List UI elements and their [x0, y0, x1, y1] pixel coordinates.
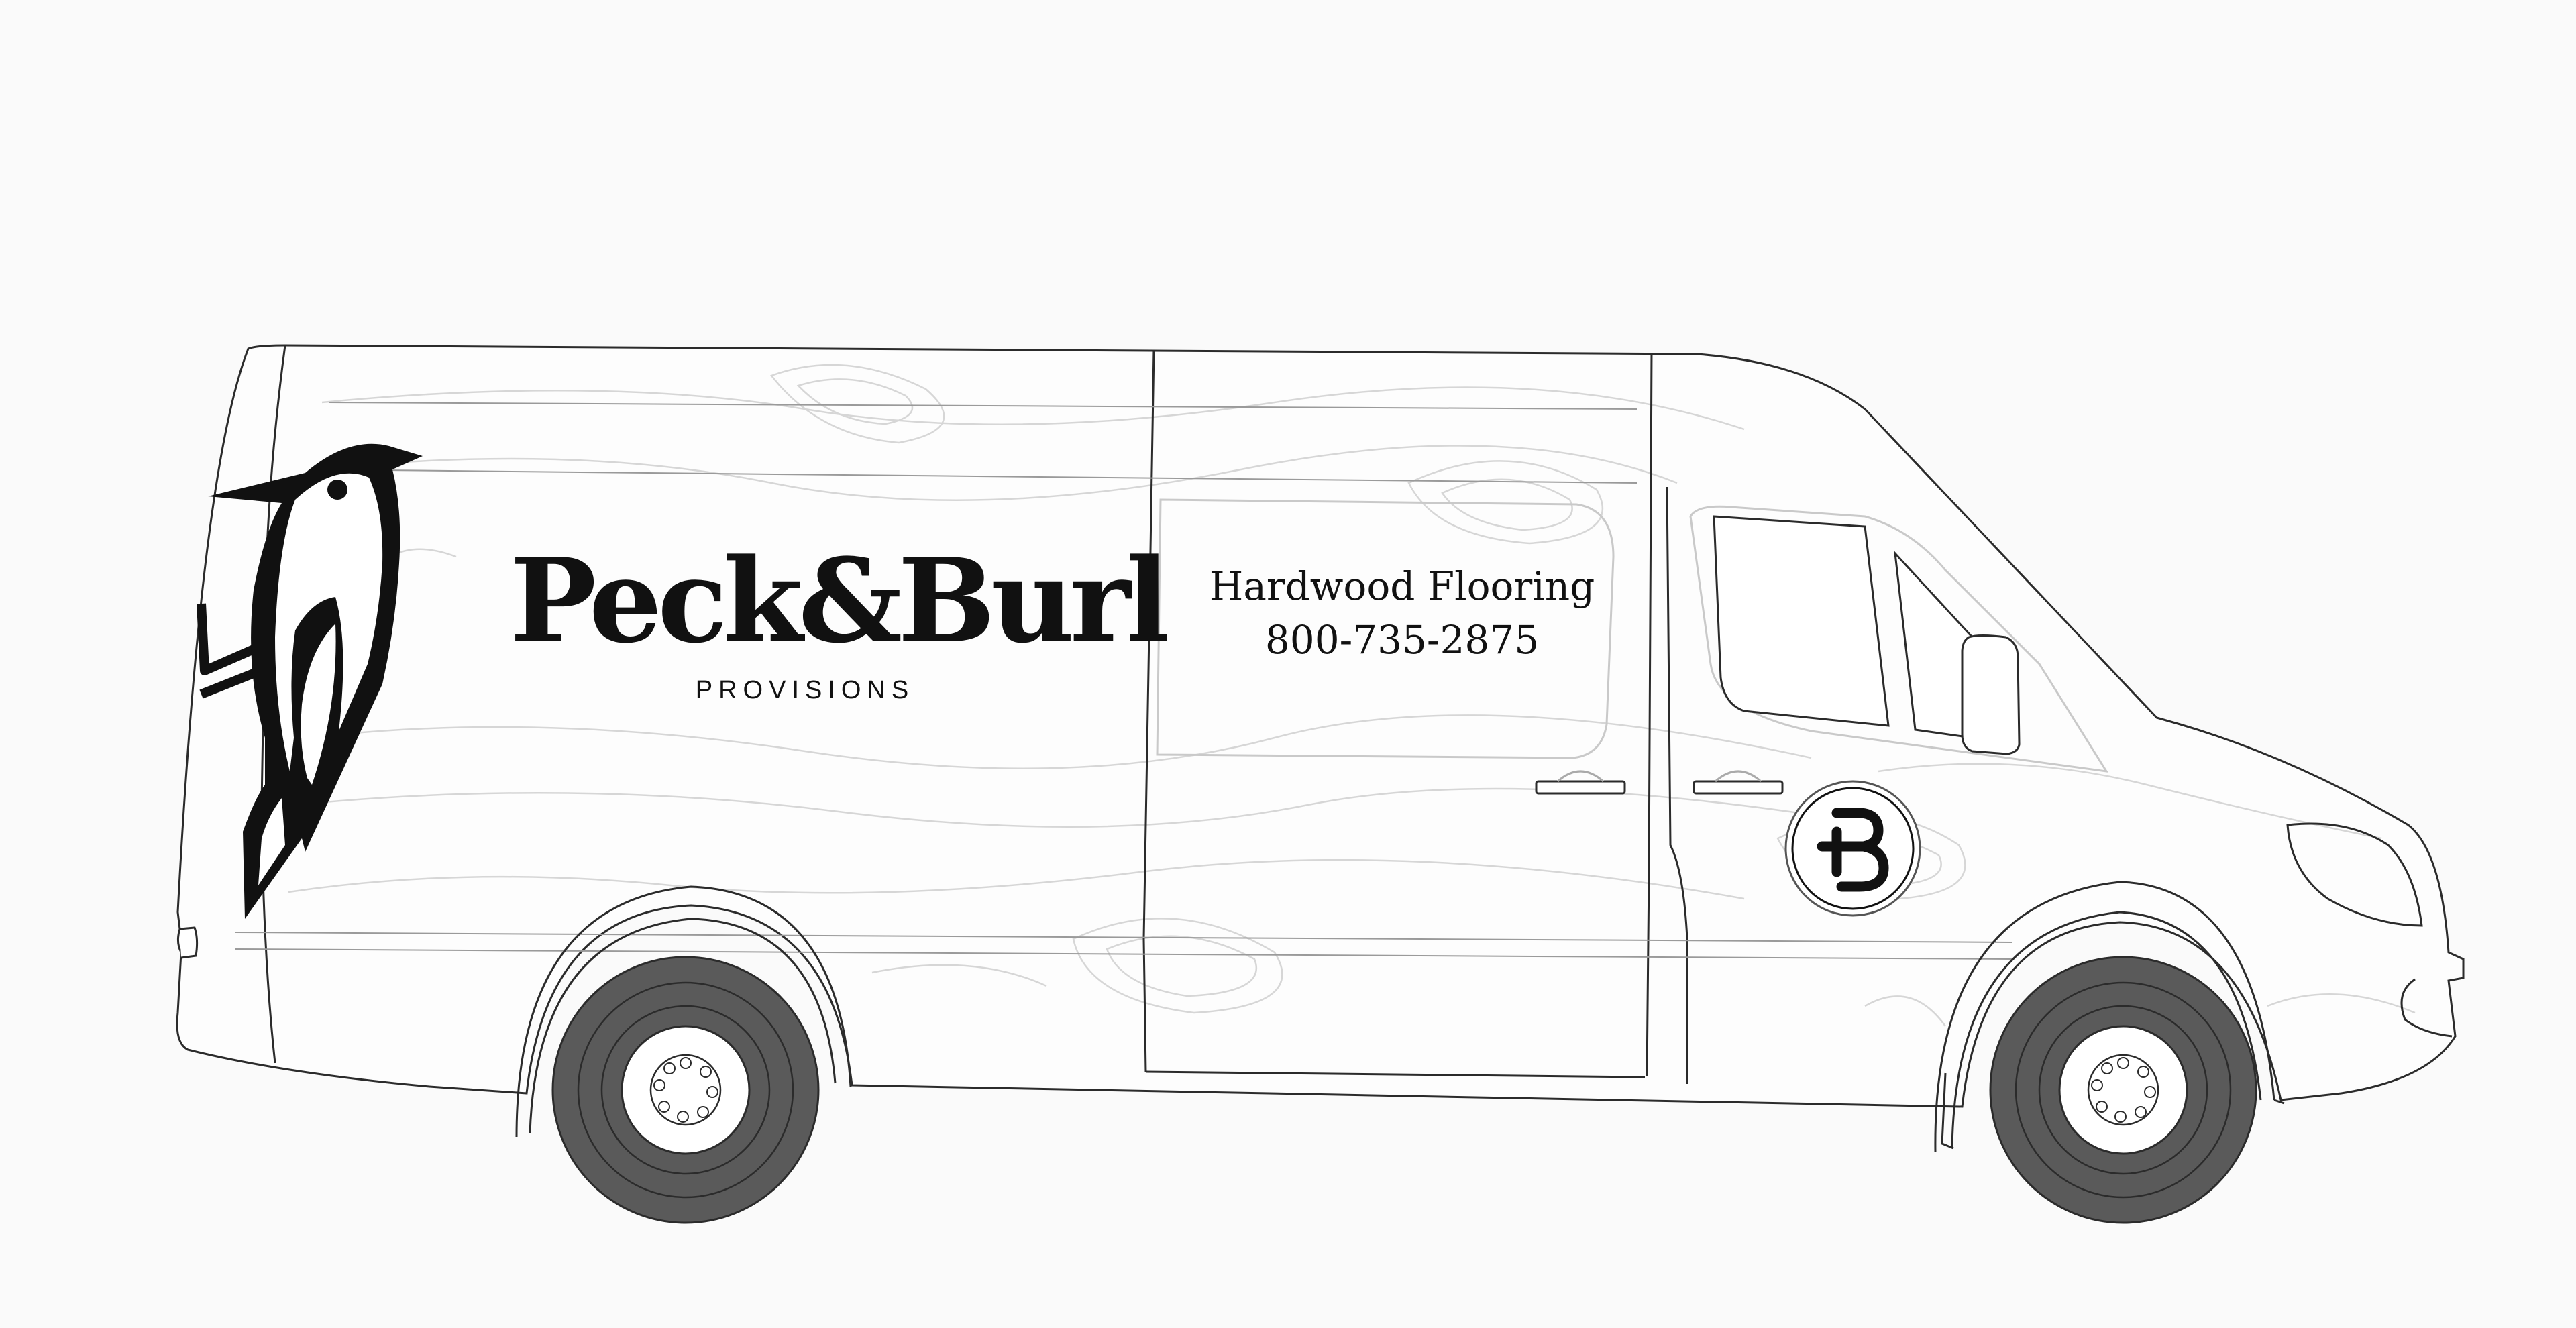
rear-wheel — [551, 956, 820, 1224]
brand-wordmark: Peck&Burl — [510, 533, 1170, 669]
front-door-window — [1713, 515, 1890, 727]
phone-number: 800-735-2875 — [1265, 617, 1540, 663]
rear-side-window — [1156, 498, 1615, 759]
bird-eye — [327, 480, 347, 500]
rear-bumper-light — [179, 926, 199, 959]
bird-wing-gap — [301, 624, 336, 785]
brand-subtitle: PROVISIONS — [695, 676, 915, 704]
van-body-outline — [176, 344, 2465, 1108]
service-description: Hardwood Flooring — [1209, 563, 1595, 609]
headlight — [2286, 822, 2423, 927]
wheel-arches — [515, 881, 2285, 1153]
b-monogram-icon — [1784, 780, 1921, 917]
body-ribs — [234, 402, 2013, 960]
bird-face — [275, 473, 383, 771]
woodpecker-icon — [197, 443, 423, 919]
door-handles — [1535, 770, 1784, 795]
side-mirror — [1961, 634, 2021, 755]
bird-tail-gap — [258, 798, 285, 885]
front-wheel — [1989, 956, 2257, 1224]
front-bumper — [2400, 978, 2453, 1038]
